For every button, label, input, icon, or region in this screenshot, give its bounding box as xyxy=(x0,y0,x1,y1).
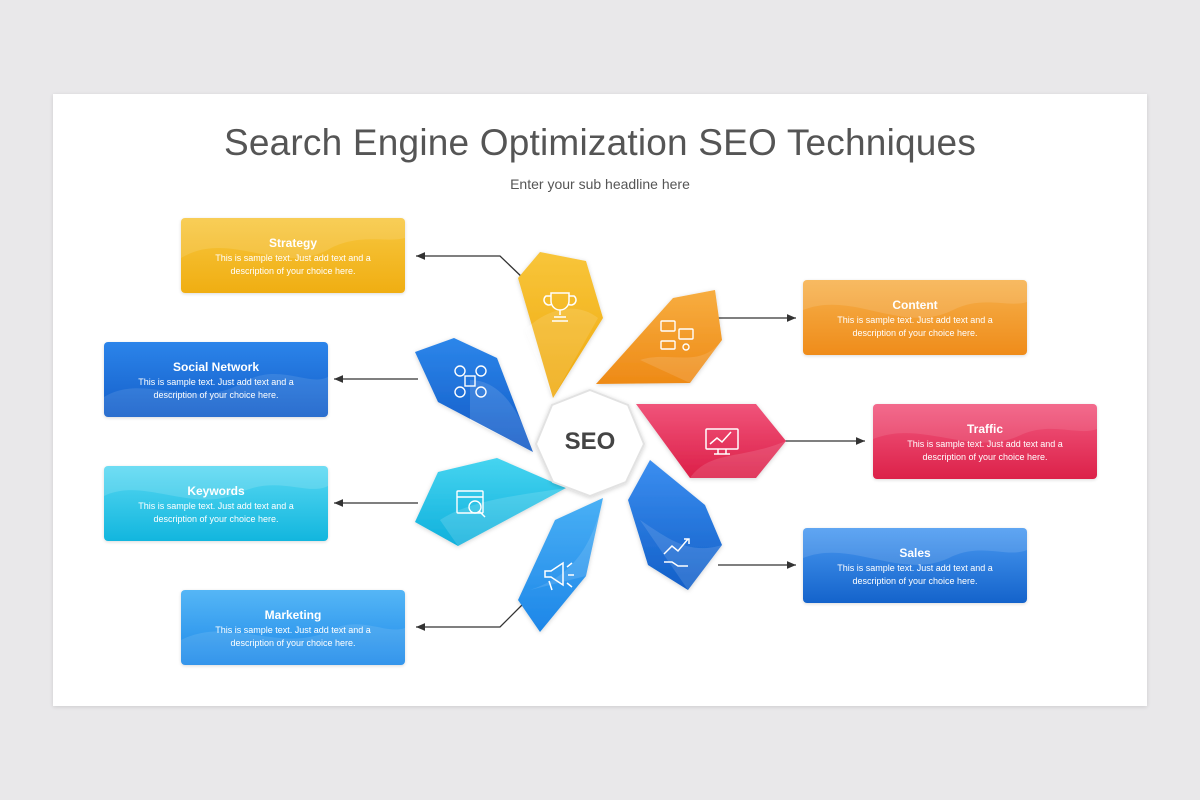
social-network-petal xyxy=(415,338,533,452)
marketing-connector xyxy=(416,601,526,631)
marketing-title: Marketing xyxy=(264,608,322,622)
content-chat-icon xyxy=(660,320,694,351)
traffic-title: Traffic xyxy=(966,422,1003,436)
social-network-card: Social Network This is sample text. Just… xyxy=(104,342,328,417)
keywords-description: This is sample text. Just add text and a… xyxy=(138,501,294,524)
strategy-title: Strategy xyxy=(268,236,318,250)
keyword-search-icon xyxy=(456,490,486,518)
sales-petal xyxy=(628,460,722,590)
keywords-title: Keywords xyxy=(187,484,245,498)
content-description: This is sample text. Just add text and a… xyxy=(837,315,993,338)
traffic-card: Traffic This is sample text. Just add te… xyxy=(873,404,1097,479)
marketing-description: This is sample text. Just add text and a… xyxy=(215,625,371,648)
strategy-description: This is sample text. Just add text and a… xyxy=(215,253,371,276)
strategy-connector xyxy=(416,252,526,281)
page-subtitle: Enter your sub headline here xyxy=(510,176,690,192)
seo-center-label: SEO xyxy=(564,428,616,455)
trophy-icon xyxy=(543,292,577,322)
content-card: Content This is sample text. Just add te… xyxy=(803,280,1027,355)
content-petal xyxy=(596,290,722,384)
content-title: Content xyxy=(892,298,938,312)
sales-description: This is sample text. Just add text and a… xyxy=(837,563,993,586)
page-title: Search Engine Optimization SEO Technique… xyxy=(223,122,977,163)
traffic-description: This is sample text. Just add text and a… xyxy=(907,439,1063,462)
keywords-card: Keywords This is sample text. Just add t… xyxy=(104,466,328,541)
social-network-title: Social Network xyxy=(172,360,260,374)
social-network-description: This is sample text. Just add text and a… xyxy=(138,377,294,400)
monitor-chart-icon xyxy=(705,428,739,455)
keywords-petal xyxy=(415,458,566,546)
megaphone-icon xyxy=(544,561,574,591)
seo-center-hub xyxy=(534,388,646,498)
strategy-card: Strategy This is sample text. Just add t… xyxy=(181,218,405,293)
traffic-petal xyxy=(636,404,786,478)
social-media-icon xyxy=(454,365,487,398)
sales-card: Sales This is sample text. Just add text… xyxy=(803,528,1027,603)
sales-growth-icon xyxy=(663,538,690,567)
marketing-card: Marketing This is sample text. Just add … xyxy=(181,590,405,665)
sales-title: Sales xyxy=(899,546,931,560)
strategy-petal xyxy=(518,252,603,398)
